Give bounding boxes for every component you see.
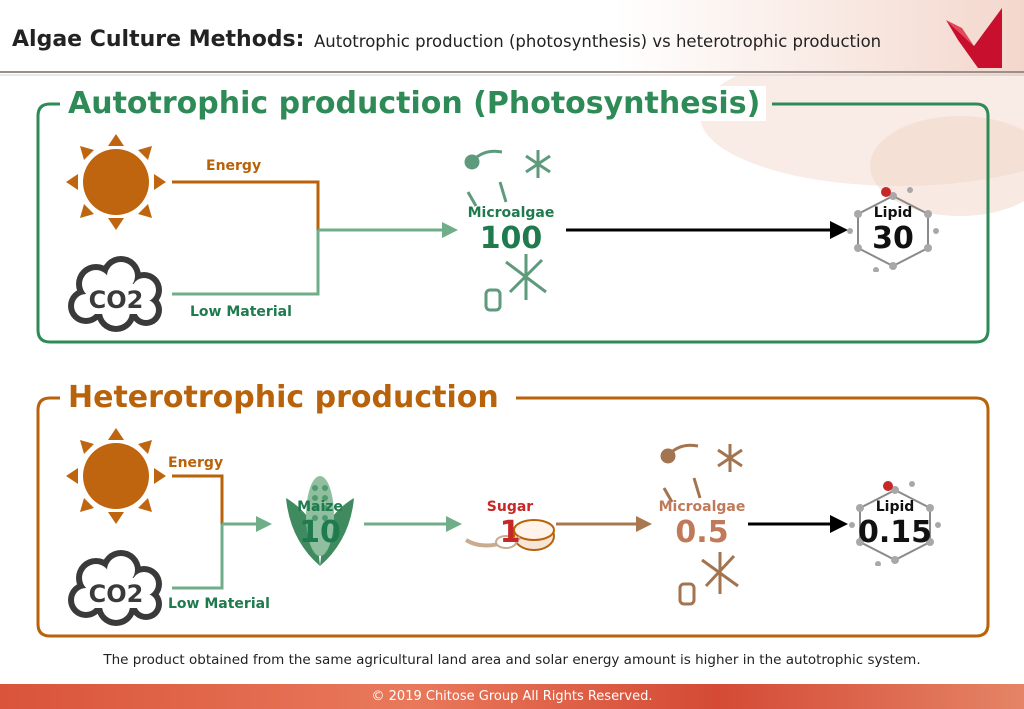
brand-logo-icon <box>946 8 1002 68</box>
maize-icon <box>286 476 354 566</box>
low-material-label: Low Material <box>168 596 270 612</box>
energy-label: Energy <box>168 455 224 471</box>
lipid-node-name: Lipid <box>873 205 913 221</box>
microalgae-node-name: Microalgae <box>467 205 555 221</box>
header-decoration <box>0 0 1024 76</box>
lipid-node-value: 30 <box>872 221 914 256</box>
microalgae-icon <box>464 149 551 312</box>
low-material-label: Low Material <box>190 304 292 320</box>
copyright: © 2019 Chitose Group All Rights Reserved… <box>371 689 653 704</box>
microalgae-node-value: 100 <box>479 221 543 256</box>
sugar-node-name: Sugar <box>486 499 534 515</box>
energy-label: Energy <box>206 158 262 174</box>
co2-label: CO2 <box>89 580 144 608</box>
footer-note: The product obtained from the same agric… <box>103 652 921 668</box>
lipid-molecule-icon <box>849 481 941 566</box>
co2-cloud-icon: CO2 <box>68 550 162 626</box>
co2-label: CO2 <box>89 286 144 314</box>
page-subtitle: Autotrophic production (photosynthesis) … <box>314 32 882 51</box>
header: Algae Culture Methods: Autotrophic produ… <box>0 0 1024 76</box>
sun-icon <box>66 134 166 230</box>
sugar-icon <box>464 519 555 551</box>
page-title: Algae Culture Methods: <box>12 27 305 52</box>
lipid-node-value: 0.15 <box>857 515 933 550</box>
microalgae-node-name: Microalgae <box>658 499 746 515</box>
microalgae-node-value: 0.5 <box>675 515 729 550</box>
microalgae-icon <box>660 443 743 606</box>
maize-node-name: Maize <box>297 499 343 515</box>
footer-bar <box>0 684 1024 709</box>
co2-cloud-icon: CO2 <box>68 256 162 332</box>
lipid-molecule-icon <box>847 187 939 272</box>
heterotrophic-section-title: Heterotrophic production <box>62 380 505 415</box>
sun-icon <box>66 428 166 524</box>
maize-node-value: 10 <box>299 515 341 550</box>
lipid-node-name: Lipid <box>875 499 915 515</box>
autotrophic-section-title: Autotrophic production (Photosynthesis) <box>62 86 767 121</box>
sugar-node-value: 1 <box>499 515 521 550</box>
